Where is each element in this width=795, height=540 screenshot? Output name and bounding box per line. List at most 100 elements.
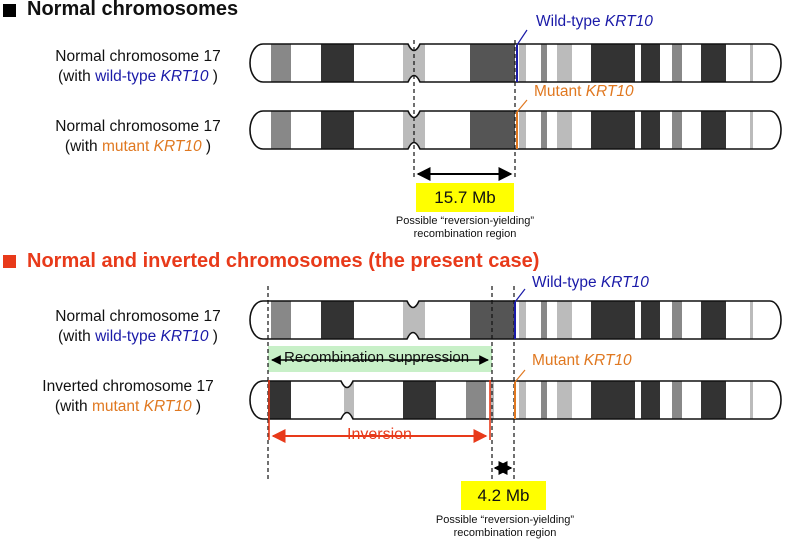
chromosome-band bbox=[672, 111, 682, 149]
chromosome-s1-bottom bbox=[249, 110, 782, 150]
chromosome-band bbox=[268, 381, 291, 419]
chrom-variant-line: (with mutant KRT10 ) bbox=[28, 397, 228, 417]
chromosome-band bbox=[519, 301, 526, 339]
s2-region-caption: Possible “reversion-yielding” recombinat… bbox=[400, 514, 610, 540]
s1-region-caption: Possible “reversion-yielding” recombinat… bbox=[360, 215, 570, 241]
paren-close: ) bbox=[191, 398, 202, 415]
chromosome-band bbox=[271, 301, 291, 339]
chromosome-band bbox=[750, 381, 753, 419]
chromosome-band bbox=[466, 381, 486, 419]
chromosome-band bbox=[557, 381, 572, 419]
chromosome-band bbox=[750, 44, 753, 82]
chromosome-band bbox=[591, 44, 635, 82]
paren-close: ) bbox=[201, 138, 212, 155]
chrom-variant-line: (with wild-type KRT10 ) bbox=[28, 327, 248, 347]
band-group bbox=[250, 301, 781, 339]
chromosome-band bbox=[414, 44, 425, 82]
chrom-label-s2-top: Normal chromosome 17 (with wild-type KRT… bbox=[28, 307, 248, 347]
s2-mutant-leader bbox=[514, 369, 526, 383]
band-group bbox=[250, 111, 781, 149]
chromosome-band bbox=[672, 44, 682, 82]
chromosome-band bbox=[414, 111, 425, 149]
chromosome-band bbox=[557, 111, 572, 149]
paren-close: ) bbox=[208, 68, 218, 85]
gene-name: KRT10 bbox=[153, 138, 202, 155]
chrom-name: Normal chromosome 17 bbox=[55, 118, 221, 135]
gene-name: KRT10 bbox=[143, 398, 192, 415]
chromosome-band bbox=[701, 44, 726, 82]
s1-distance-box: 15.7 Mb bbox=[416, 183, 514, 212]
chromosome-band bbox=[541, 44, 547, 82]
chromosome-band bbox=[321, 44, 354, 82]
caption-line: recombination region bbox=[453, 527, 557, 539]
chromosome-band bbox=[403, 381, 436, 419]
chromosome-band bbox=[641, 301, 660, 339]
caption-line: Possible “reversion-yielding” bbox=[395, 215, 535, 227]
chromosome-band bbox=[321, 301, 354, 339]
chrom-label-s1-bottom: Normal chromosome 17 (with mutant KRT10 … bbox=[28, 117, 248, 157]
chromosome-s2-bottom bbox=[249, 380, 782, 420]
section2-title: Normal and inverted chromosomes (the pre… bbox=[27, 250, 540, 272]
gene-name: KRT10 bbox=[160, 328, 209, 345]
chrom-variant-line: (with wild-type KRT10 ) bbox=[28, 67, 248, 87]
chromosome-band bbox=[591, 381, 635, 419]
gene-prefix: Mutant bbox=[532, 352, 584, 369]
chromosome-band bbox=[321, 111, 354, 149]
paren-close: ) bbox=[208, 328, 218, 345]
chromosome-band bbox=[591, 301, 635, 339]
paren-open: (with bbox=[58, 328, 96, 345]
band-group bbox=[250, 381, 781, 419]
chromosome-band bbox=[470, 111, 515, 149]
s2-distance-box: 4.2 Mb bbox=[461, 481, 546, 510]
chromosome-s2-top bbox=[249, 300, 782, 340]
s2-wildtype-gene-label: Wild-type KRT10 bbox=[532, 274, 649, 292]
section2-square-icon bbox=[3, 255, 16, 268]
caption-line: recombination region bbox=[413, 228, 517, 240]
chromosome-group bbox=[249, 43, 782, 420]
chromosome-band bbox=[750, 111, 753, 149]
s1-mutant-leader bbox=[516, 99, 528, 113]
chromosome-band bbox=[403, 44, 414, 82]
chromosome-band bbox=[414, 301, 425, 339]
chromosome-band bbox=[701, 381, 726, 419]
variant-label: mutant bbox=[101, 138, 154, 155]
band-group bbox=[250, 44, 781, 82]
chromosome-band bbox=[557, 301, 572, 339]
chrom-name: Normal chromosome 17 bbox=[55, 308, 221, 325]
s1-wildtype-leader bbox=[516, 29, 528, 46]
chrom-variant-line: (with mutant KRT10 ) bbox=[28, 137, 248, 157]
chromosome-band bbox=[701, 111, 726, 149]
s1-mutant-gene-label: Mutant KRT10 bbox=[534, 83, 634, 101]
caption-line: Possible “reversion-yielding” bbox=[435, 514, 575, 526]
gene-name: KRT10 bbox=[583, 352, 632, 369]
chromosome-band bbox=[641, 381, 660, 419]
paren-open: (with bbox=[64, 138, 102, 155]
chromosome-outline bbox=[249, 300, 782, 340]
gene-name: KRT10 bbox=[160, 68, 209, 85]
chromosome-band bbox=[541, 111, 547, 149]
chromosome-band bbox=[557, 44, 572, 82]
s2-mutant-gene-label: Mutant KRT10 bbox=[532, 352, 632, 370]
s2-wildtype-leader bbox=[514, 288, 526, 303]
chromosome-band bbox=[701, 301, 726, 339]
chromosome-outline bbox=[249, 43, 782, 83]
gene-name: KRT10 bbox=[600, 274, 649, 291]
paren-open: (with bbox=[54, 398, 92, 415]
chromosome-band bbox=[271, 111, 291, 149]
chromosome-band bbox=[470, 301, 515, 339]
s1-wildtype-gene-label: Wild-type KRT10 bbox=[536, 13, 653, 31]
gene-prefix: Wild-type bbox=[536, 13, 605, 30]
gene-name: KRT10 bbox=[585, 83, 634, 100]
chromosome-band bbox=[271, 44, 291, 82]
chrom-label-s1-top: Normal chromosome 17 (with wild-type KRT… bbox=[28, 47, 248, 87]
variant-label: wild-type bbox=[95, 68, 161, 85]
gene-name: KRT10 bbox=[604, 13, 653, 30]
chromosome-band bbox=[591, 111, 635, 149]
chromosome-band bbox=[541, 301, 547, 339]
paren-open: (with bbox=[58, 68, 96, 85]
chromosome-band bbox=[403, 111, 414, 149]
chromosome-band bbox=[750, 301, 753, 339]
chromosome-band bbox=[519, 381, 526, 419]
chromosome-band bbox=[519, 111, 526, 149]
